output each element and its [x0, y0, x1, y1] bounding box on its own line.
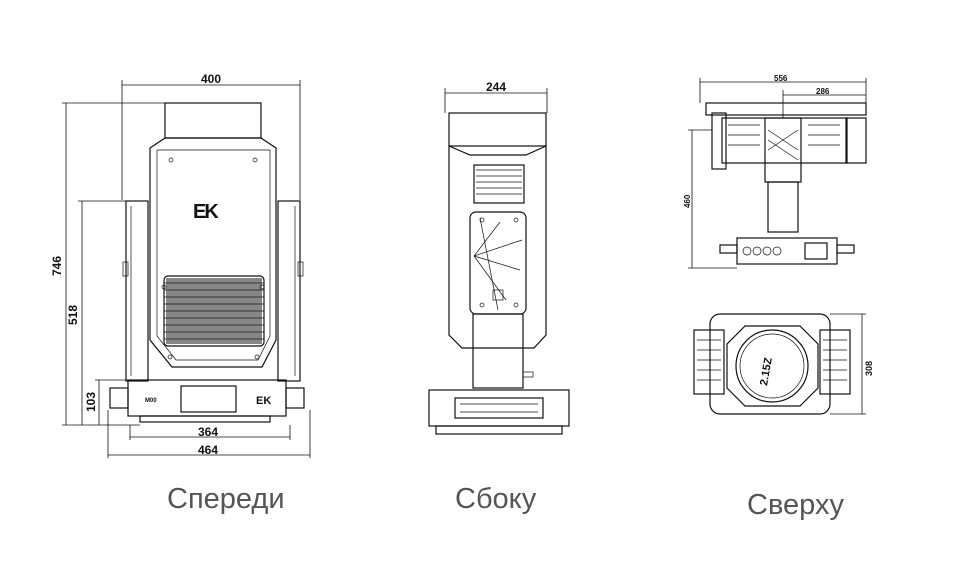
dim-side-width: 244 — [486, 80, 506, 94]
dim-front-width: 400 — [201, 72, 221, 86]
front-logo: EK — [193, 201, 219, 223]
caption-front: Спереди — [167, 483, 285, 515]
side-view: 244 — [428, 80, 570, 435]
caption-top: Сверху — [747, 489, 844, 521]
dim-front-height-total: 746 — [50, 256, 64, 276]
dim-plan-depth: 308 — [864, 361, 874, 376]
svg-text:EK: EK — [256, 395, 271, 407]
dim-top-width-part: 286 — [816, 87, 830, 96]
plan-view: 2.15Z 308 — [693, 313, 874, 415]
dim-front-height-arm: 518 — [66, 305, 80, 325]
plan-lens-label: 2.15Z — [758, 356, 775, 386]
caption-side: Сбоку — [455, 483, 537, 515]
dim-front-base-total: 464 — [198, 443, 218, 457]
dim-front-height-base: 103 — [84, 392, 98, 412]
dim-top-height: 460 — [683, 194, 692, 208]
front-view: EK M00 EK — [50, 72, 311, 458]
top-view: 556 286 460 — [683, 74, 867, 269]
svg-text:M00: M00 — [145, 398, 157, 404]
dim-front-base-inner: 364 — [198, 425, 218, 439]
dim-top-width-total: 556 — [774, 74, 788, 83]
